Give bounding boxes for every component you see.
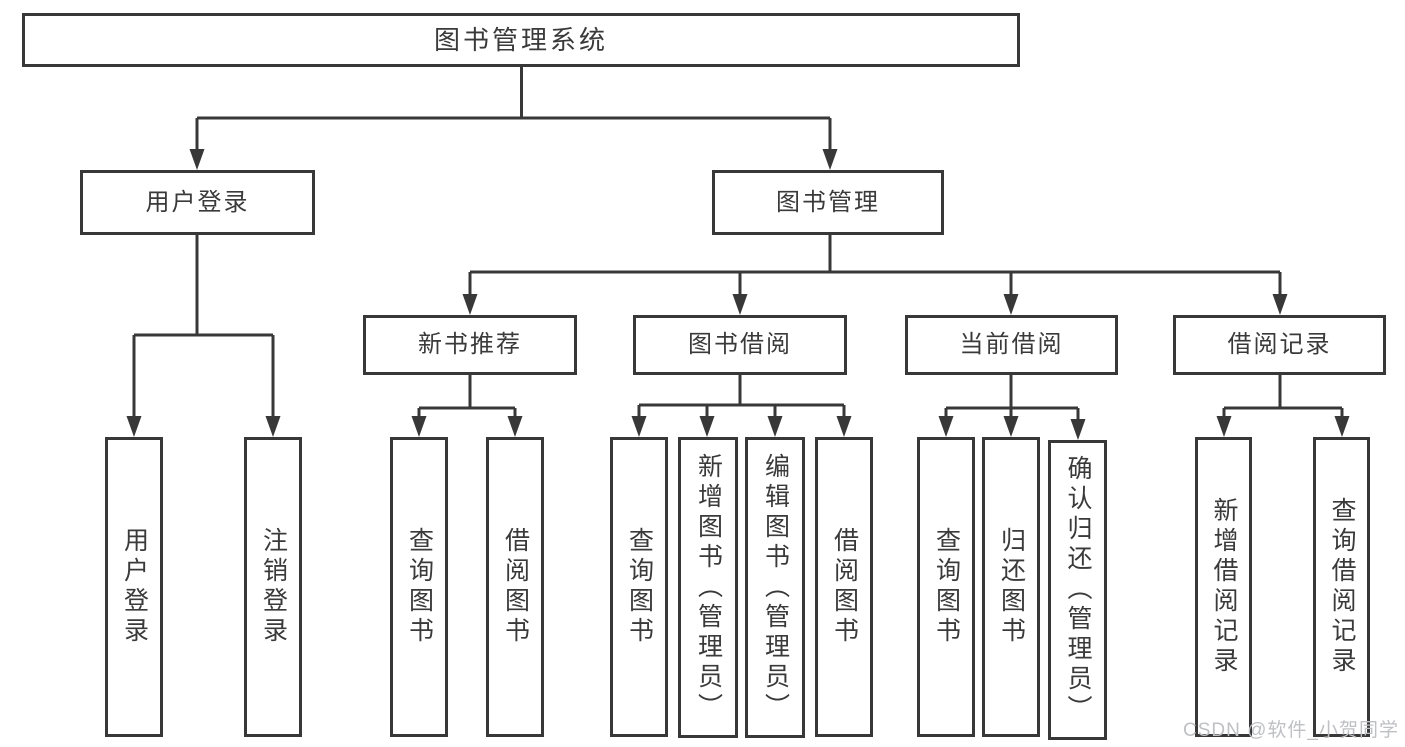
leaf-recommend-query-book: 查询图书	[390, 437, 448, 737]
leaf-current-query-book-label: 查询图书	[932, 527, 961, 647]
leaf-add-book-admin-label: 新增图书（管理员）	[694, 452, 723, 723]
node-borrow-record-label: 借阅记录	[1227, 331, 1332, 358]
leaf-borrow-query-book-label: 查询图书	[625, 527, 654, 647]
node-user-login: 用户登录	[80, 170, 315, 235]
leaf-confirm-return-admin-label: 确认归还（管理员）	[1064, 455, 1092, 725]
leaf-borrow-book: 借阅图书	[815, 437, 873, 737]
node-borrow-record: 借阅记录	[1173, 315, 1386, 375]
leaf-recommend-borrow-book-label: 借阅图书	[501, 527, 530, 647]
leaf-query-borrow-record: 查询借阅记录	[1313, 437, 1370, 737]
node-book-borrow: 图书借阅	[633, 315, 847, 375]
leaf-edit-book-admin: 编辑图书（管理员）	[745, 437, 805, 738]
leaf-recommend-borrow-book: 借阅图书	[486, 437, 544, 737]
leaf-recommend-query-book-label: 查询图书	[405, 527, 434, 647]
leaf-add-borrow-record-label: 新增借阅记录	[1210, 497, 1238, 677]
leaf-logout-label: 注销登录	[259, 527, 288, 647]
leaf-borrow-query-book: 查询图书	[610, 437, 668, 737]
node-root: 图书管理系统	[22, 13, 1020, 67]
leaf-return-book-label: 归还图书	[997, 527, 1026, 647]
node-new-book-recommend-label: 新书推荐	[418, 331, 522, 358]
node-user-login-label: 用户登录	[145, 188, 250, 216]
leaf-user-login: 用户登录	[105, 437, 163, 737]
leaf-add-borrow-record: 新增借阅记录	[1195, 437, 1252, 737]
node-new-book-recommend: 新书推荐	[363, 315, 577, 375]
watermark: CSDN @软件_小贺同学	[1183, 720, 1399, 741]
node-root-label: 图书管理系统	[433, 25, 608, 55]
node-current-borrow-label: 当前借阅	[959, 331, 1064, 358]
leaf-borrow-book-label: 借阅图书	[830, 527, 859, 647]
leaf-current-query-book: 查询图书	[917, 437, 975, 737]
leaf-logout: 注销登录	[244, 437, 302, 737]
node-book-management-label: 图书管理	[776, 188, 880, 216]
leaf-user-login-label: 用户登录	[120, 527, 149, 647]
node-current-borrow: 当前借阅	[905, 315, 1118, 375]
leaf-confirm-return-admin: 确认归还（管理员）	[1048, 440, 1107, 740]
leaf-add-book-admin: 新增图书（管理员）	[678, 437, 738, 738]
leaf-return-book: 归还图书	[982, 437, 1040, 737]
node-book-management: 图书管理	[712, 170, 944, 235]
node-book-borrow-label: 图书借阅	[688, 331, 792, 358]
leaf-query-borrow-record-label: 查询借阅记录	[1328, 497, 1356, 677]
leaf-edit-book-admin-label: 编辑图书（管理员）	[761, 452, 790, 723]
